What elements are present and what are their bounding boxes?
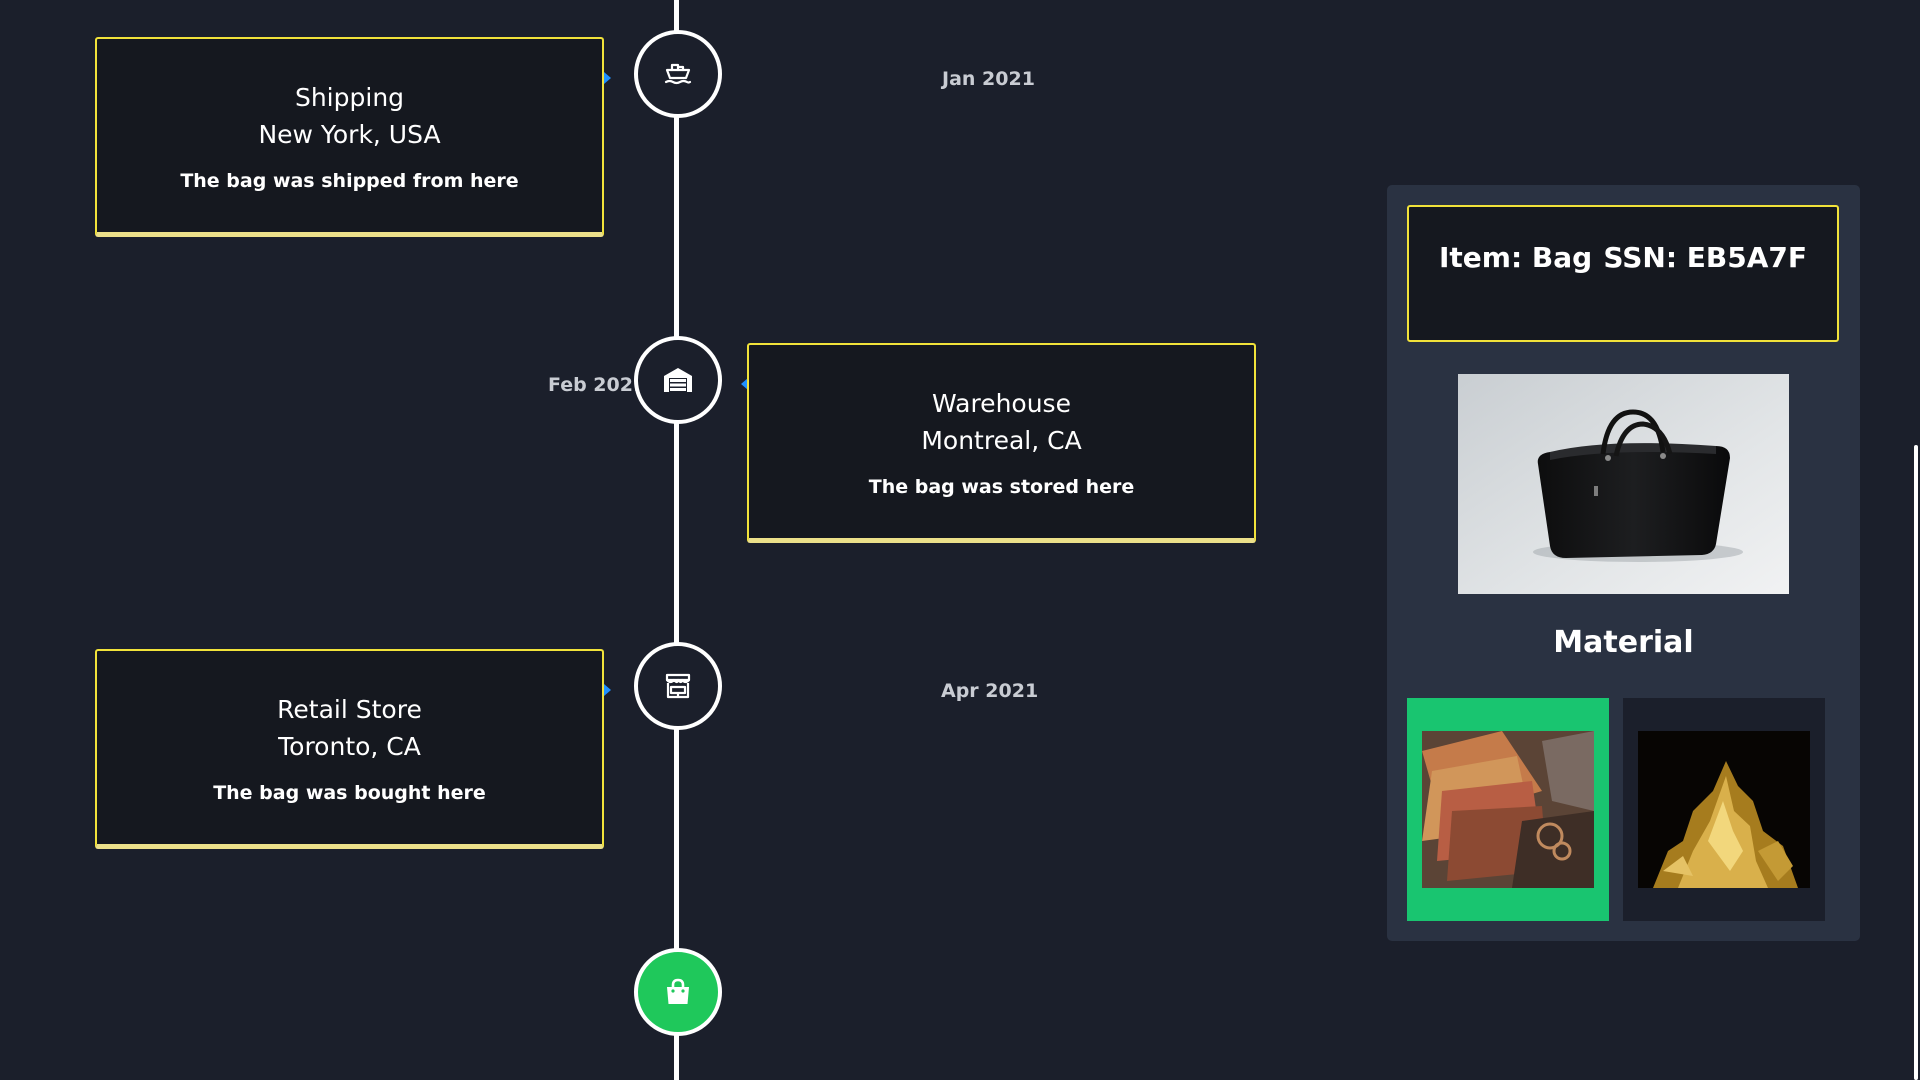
shopping-bag-icon — [663, 977, 693, 1007]
page-scrollbar[interactable] — [1914, 445, 1918, 1080]
event-card-warehouse[interactable]: Warehouse Montreal, CA The bag was store… — [747, 343, 1256, 543]
timeline-node-retail-store[interactable] — [634, 642, 722, 730]
item-details-panel: Item: Bag SSN: EB5A7F — [1387, 185, 1860, 941]
event-title: Warehouse Montreal, CA — [749, 385, 1254, 459]
item-name: Item: Bag — [1439, 241, 1593, 274]
leather-material-image — [1422, 731, 1594, 888]
event-description: The bag was bought here — [213, 782, 486, 804]
card-pointer — [604, 72, 611, 84]
event-title: Shipping New York, USA — [97, 79, 602, 153]
card-pointer — [741, 378, 748, 390]
timeline-node-purchase[interactable] — [634, 948, 722, 1036]
material-option-leather[interactable] — [1407, 698, 1609, 921]
event-card-retail-store[interactable]: Retail Store Toronto, CA The bag was bou… — [95, 649, 604, 849]
timeline-node-shipping[interactable] — [634, 30, 722, 118]
ship-icon — [663, 61, 693, 87]
item-ssn: SSN: EB5A7F — [1603, 241, 1807, 274]
gold-material-image — [1638, 731, 1810, 888]
event-date: Apr 2021 — [941, 680, 1039, 702]
event-description: The bag was stored here — [868, 476, 1135, 498]
timeline-line — [674, 0, 679, 1080]
event-location: Toronto, CA — [278, 732, 421, 761]
event-card-shipping[interactable]: Shipping New York, USA The bag was shipp… — [95, 37, 604, 237]
product-image — [1458, 374, 1789, 594]
event-type: Warehouse — [932, 389, 1071, 418]
event-date: Feb 2021 — [548, 374, 647, 396]
event-description: The bag was shipped from here — [180, 170, 519, 192]
event-type: Retail Store — [277, 695, 422, 724]
timeline-node-warehouse[interactable] — [634, 336, 722, 424]
warehouse-icon — [663, 367, 693, 393]
card-pointer — [604, 684, 611, 696]
store-icon — [664, 672, 692, 700]
event-date: Jan 2021 — [942, 68, 1035, 90]
item-header: Item: Bag SSN: EB5A7F — [1407, 205, 1839, 342]
event-title: Retail Store Toronto, CA — [97, 691, 602, 765]
material-option-gold[interactable] — [1623, 698, 1825, 921]
event-location: New York, USA — [258, 120, 441, 149]
event-location: Montreal, CA — [921, 426, 1082, 455]
material-title: Material — [1553, 625, 1694, 660]
event-type: Shipping — [294, 83, 405, 112]
